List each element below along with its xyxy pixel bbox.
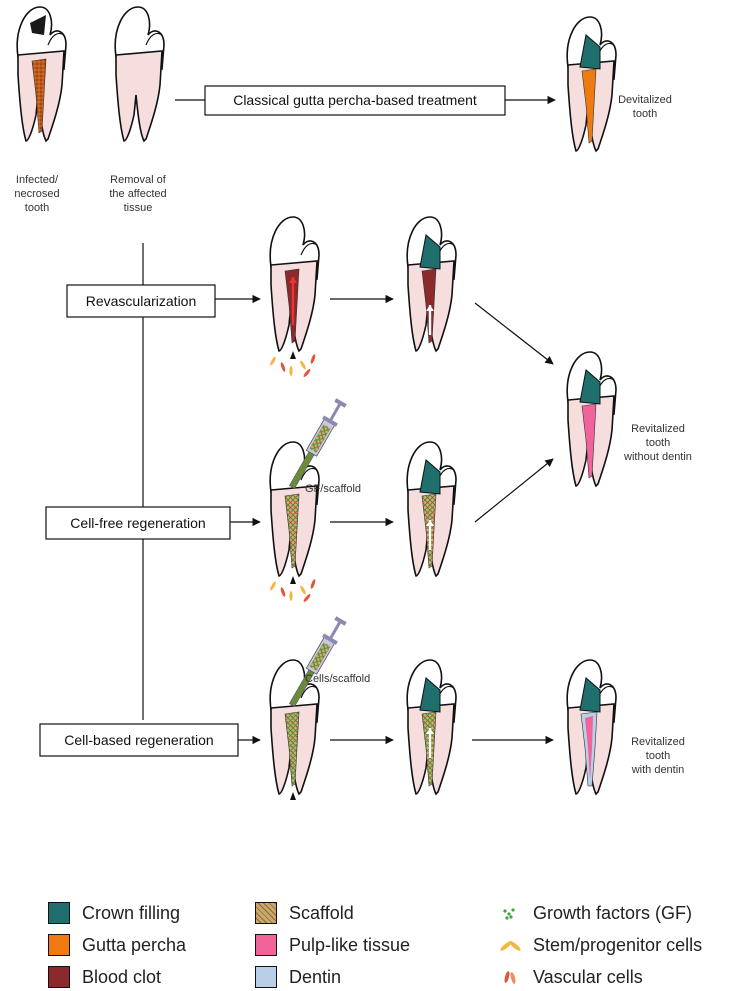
cells-scaffold-label: Cells/scaffold — [305, 673, 370, 685]
scaffold-swatch — [255, 902, 277, 924]
removal-tooth — [115, 7, 164, 141]
revascularization-box: Revascularization — [67, 285, 215, 317]
cell-free-tooth-1 — [269, 442, 319, 603]
legend-item-vascular-cell: Vascular cells — [497, 966, 643, 988]
revascularization-tooth-1 — [269, 217, 319, 378]
growth-factors-icon — [497, 902, 523, 924]
cell-free-box: Cell-free regeneration — [46, 507, 230, 539]
stem-cells-icon — [497, 934, 523, 956]
revitalized-without-dentin-tooth — [567, 352, 616, 486]
legend-label: Growth factors (GF) — [533, 903, 692, 924]
legend-label: Scaffold — [289, 903, 354, 924]
infected-tooth — [17, 7, 66, 141]
legend-item-crown-filling: Crown filling — [48, 902, 180, 924]
vascular-cells-icon — [497, 966, 523, 988]
connector-lines — [143, 100, 555, 740]
legend-item-dentin: Dentin — [255, 966, 341, 988]
cell-free-label: Cell-free regeneration — [70, 515, 205, 531]
crown-filling-swatch — [48, 902, 70, 924]
cell-based-box: Cell-based regeneration — [40, 724, 238, 756]
legend-item-pulp-like-tissue: Pulp-like tissue — [255, 934, 410, 956]
classical-treatment-label: Classical gutta percha-based treatment — [233, 92, 477, 108]
legend-label: Stem/progenitor cells — [533, 935, 702, 956]
pulp-like-tissue-swatch — [255, 934, 277, 956]
legend-label: Pulp-like tissue — [289, 935, 410, 956]
legend-item-stem-cell: Stem/progenitor cells — [497, 934, 702, 956]
legend-item-blood-clot: Blood clot — [48, 966, 161, 988]
legend-item-scaffold: Scaffold — [255, 902, 354, 924]
cell-free-tooth-2 — [407, 442, 456, 576]
revascularization-label: Revascularization — [86, 293, 197, 309]
classical-treatment-box: Classical gutta percha-based treatment — [205, 86, 505, 115]
gf-scaffold-label: GF/scaffold — [305, 483, 361, 495]
gutta-percha-swatch — [48, 934, 70, 956]
legend-label: Gutta percha — [82, 935, 186, 956]
legend-label: Vascular cells — [533, 967, 643, 988]
cell-based-tooth-2 — [407, 660, 456, 794]
legend-item-gutta-percha: Gutta percha — [48, 934, 186, 956]
legend-item-growth-factor: Growth factors (GF) — [497, 902, 692, 924]
revitalized-with-dentin-tooth — [567, 660, 616, 794]
cell-based-arrow — [290, 792, 296, 800]
dentin-swatch — [255, 966, 277, 988]
blood-clot-swatch — [48, 966, 70, 988]
devitalized-tooth — [567, 17, 616, 151]
legend-label: Dentin — [289, 967, 341, 988]
legend-label: Crown filling — [82, 903, 180, 924]
cell-based-label: Cell-based regeneration — [64, 732, 213, 748]
revascularization-tooth-2 — [407, 217, 456, 351]
legend-label: Blood clot — [82, 967, 161, 988]
